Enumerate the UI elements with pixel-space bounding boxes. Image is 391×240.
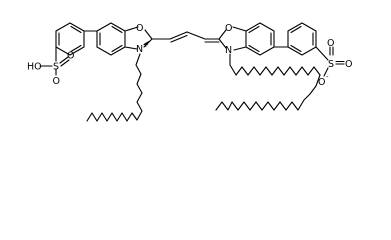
left-nitrogen-positive-charge: + [143,41,149,49]
left-alkyl-chain [86,53,143,122]
trimethine-bridge [151,31,220,43]
right-ring-oxygen: O [225,23,232,34]
right-sulfonate-negative-charge: - [326,73,329,81]
left-ring-oxygen: O [136,23,143,34]
left-sulfur-atom: S [53,62,59,73]
right-benzoxazole-benzene-ring [245,22,275,56]
right-alkyl-chain-lower [215,74,321,111]
right-sulfur-atom: S [328,59,334,70]
left-sulfonic-acid-group: S O O HO [27,46,74,87]
right-phenyl-ring [287,22,317,56]
molecule-structure: S O O HO O N + O N [27,22,352,122]
right-ring-nitrogen: N [225,45,232,56]
right-sulfonate-oxygen-anion: O [318,77,325,88]
left-acid-oxygen-top: O [67,51,74,62]
left-oxazole-ring: O N + [124,23,153,55]
right-alkyl-chain-upper [229,53,321,76]
right-sulfonate-oxygen-top: O [327,38,334,49]
right-oxazole-ring: O N [218,23,247,56]
right-sulfonate-group: S O O O - [315,38,352,88]
left-benzoxazole-benzene-ring [96,22,126,56]
left-ring-nitrogen: N [136,44,143,55]
left-acid-oxygen-bottom: O [53,76,60,87]
left-acid-hydroxyl: HO [27,62,42,73]
right-sulfonate-oxygen-right: O [345,59,352,70]
